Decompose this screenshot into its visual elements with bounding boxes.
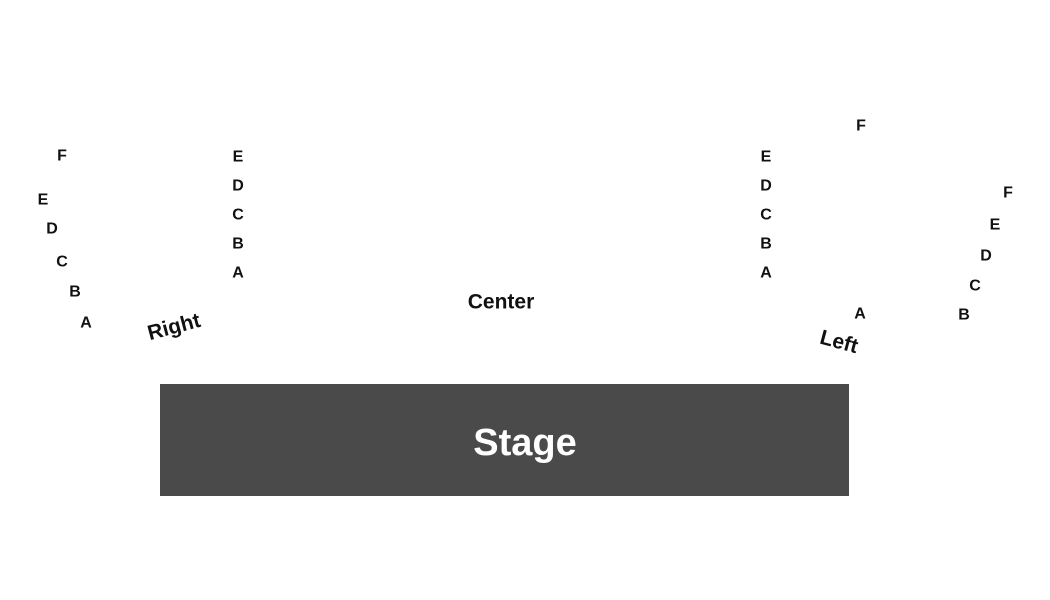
section-left-label: Left (817, 326, 860, 358)
section-right-inner-rows: E D C B A (232, 149, 244, 282)
row-label[interactable]: B (232, 236, 244, 253)
row-label-f[interactable]: F (856, 118, 866, 135)
section-center[interactable]: Center (468, 291, 535, 314)
stage[interactable]: Stage (160, 384, 849, 496)
row-label[interactable]: E (38, 192, 49, 209)
section-left-inner-rows: E D C B A (760, 149, 772, 282)
row-label[interactable]: C (56, 254, 68, 271)
row-label[interactable]: E (233, 149, 244, 166)
row-label[interactable]: C (232, 207, 244, 224)
section-right-label: Right (145, 309, 203, 345)
row-label-a[interactable]: A (854, 306, 866, 323)
section-left-outer-rows: F E D C B (958, 185, 1013, 324)
row-label[interactable]: E (761, 149, 772, 166)
row-label[interactable]: A (760, 265, 772, 282)
row-label[interactable]: B (760, 236, 772, 253)
row-label[interactable]: A (80, 315, 92, 332)
section-left[interactable]: E D C B A F A F E D C B Left (760, 118, 1013, 359)
row-label[interactable]: C (760, 207, 772, 224)
section-center-label: Center (468, 291, 535, 314)
stage-label: Stage (473, 422, 576, 464)
row-label[interactable]: C (969, 278, 981, 295)
row-label[interactable]: D (46, 221, 58, 238)
row-label[interactable]: E (990, 217, 1001, 234)
row-label[interactable]: D (760, 178, 772, 195)
row-label[interactable]: F (1003, 185, 1013, 202)
row-label[interactable]: D (980, 248, 992, 265)
row-label[interactable]: F (57, 148, 67, 165)
row-label[interactable]: B (958, 307, 970, 324)
row-label[interactable]: D (232, 178, 244, 195)
stage-block[interactable] (160, 384, 849, 496)
row-label[interactable]: B (69, 284, 81, 301)
section-right-outer-rows: F E D C B A (38, 148, 93, 332)
row-label[interactable]: A (232, 265, 244, 282)
section-right[interactable]: F E D C B A E D C B A Right (38, 148, 245, 346)
